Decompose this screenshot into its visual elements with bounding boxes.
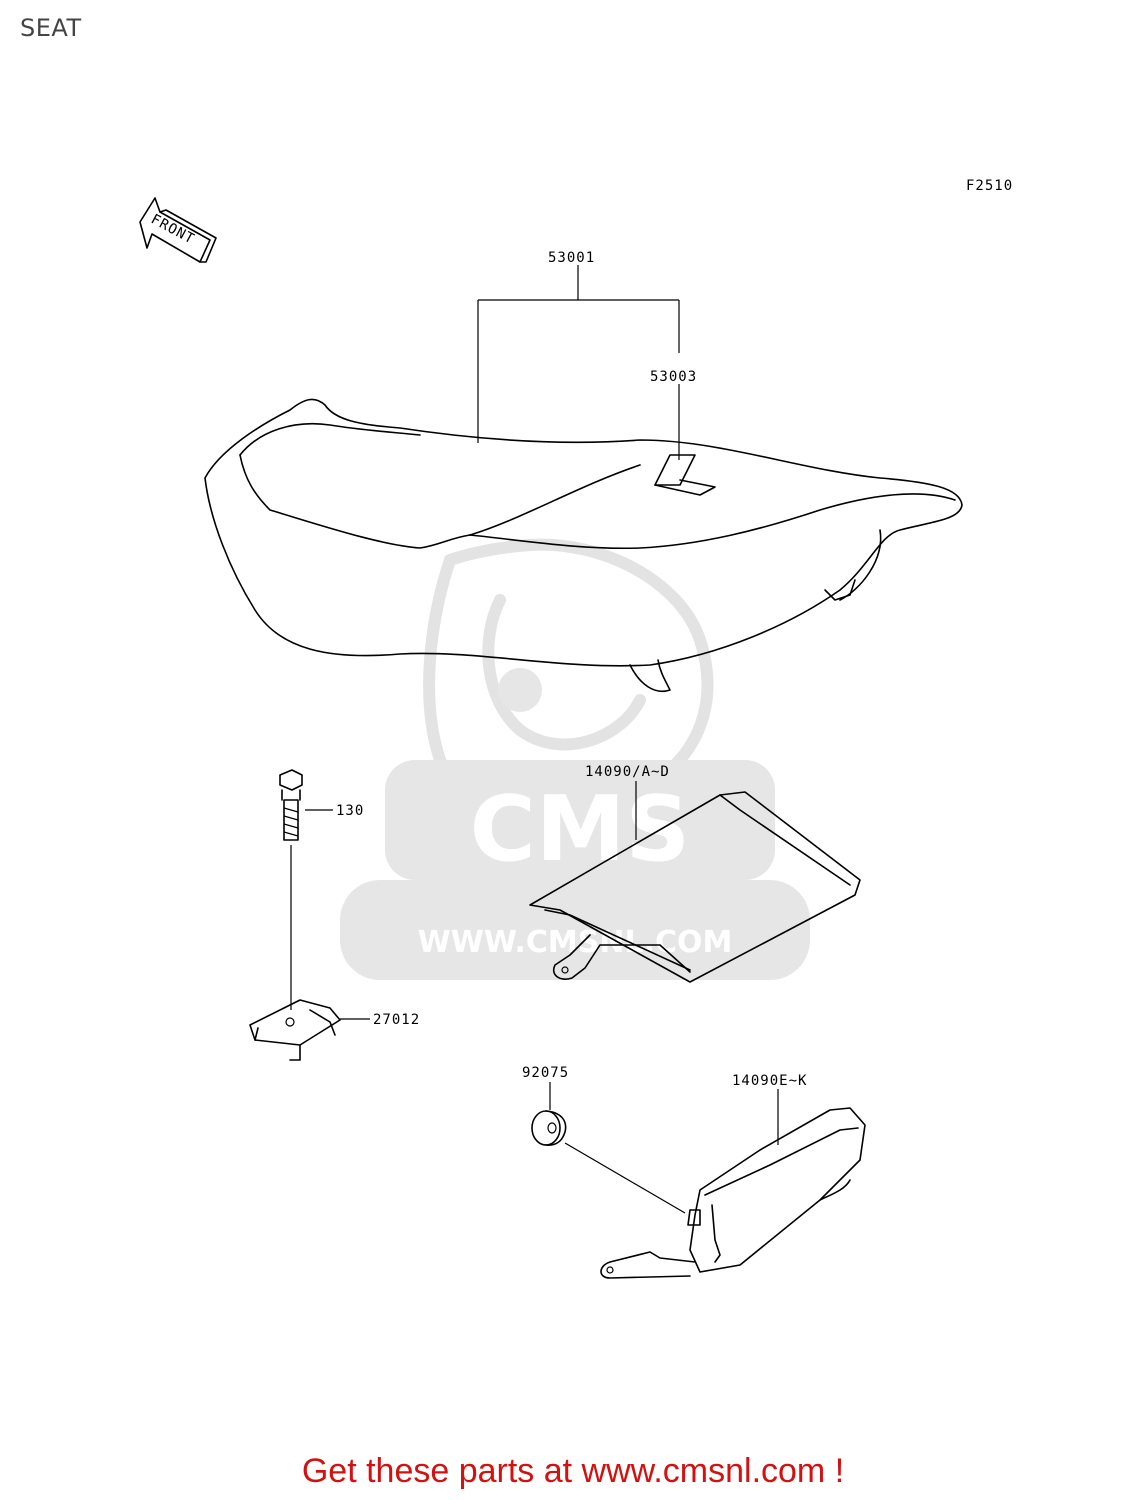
part-label-27012: 27012 xyxy=(373,1012,420,1028)
side-cover-e-k-illustration xyxy=(600,1107,866,1279)
part-label-130: 130 xyxy=(336,803,364,819)
part-label-14090e-k: 14090E~K xyxy=(732,1073,807,1089)
grommet-alignment-line xyxy=(564,1142,686,1214)
seat-illustration xyxy=(204,398,963,692)
watermark: CMS WWW.CMSNL.COM xyxy=(340,538,810,980)
part-label-53001: 53001 xyxy=(548,250,595,266)
bolt-130-illustration xyxy=(279,769,303,841)
figure-code: F2510 xyxy=(966,178,1013,194)
watermark-logo: CMS xyxy=(470,777,690,882)
part-label-92075: 92075 xyxy=(522,1065,569,1081)
leader-53001 xyxy=(477,265,680,443)
parts-diagram: CMS WWW.CMSNL.COM F2510 FRONT 53001 5300… xyxy=(139,178,1013,1279)
page-title: SEAT xyxy=(20,14,82,42)
part-label-53003: 53003 xyxy=(650,369,697,385)
tail-cover-a-d-illustration xyxy=(529,791,861,983)
front-label: FRONT xyxy=(148,211,197,247)
cta-link[interactable]: Get these parts at www.cmsnl.com ! xyxy=(301,1452,845,1490)
front-arrow-icon: FRONT xyxy=(139,197,217,263)
part-label-14090-a-d: 14090/A~D xyxy=(585,764,670,780)
watermark-url: WWW.CMSNL.COM xyxy=(418,925,733,960)
clip-27012-illustration xyxy=(249,999,341,1061)
grommet-92075-illustration xyxy=(531,1110,567,1146)
